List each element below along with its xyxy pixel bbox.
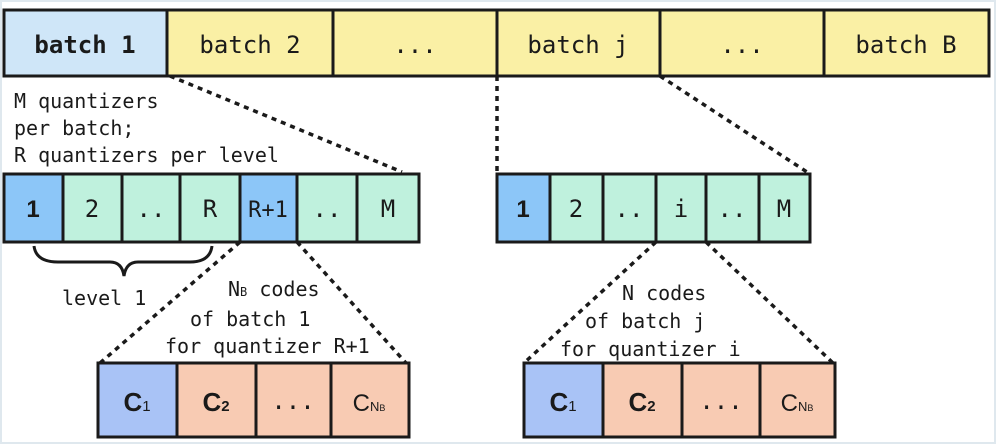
codes-row-right: C1 C2 ... CNB [522,361,837,439]
quant-left-cell-5 [238,172,299,244]
code-right-label-3: ... [699,387,742,415]
code-right-cell-4 [758,361,837,439]
quant-left-label-6: .. [313,195,342,223]
codes-caption-left-symbol: N [228,277,240,301]
batch-label-6: batch B [855,31,956,59]
batch-label-3: ... [393,31,436,59]
quant-left-label-2: 2 [85,195,99,223]
code-left-letter-4: C [353,390,370,417]
quant-right-label-6: M [777,195,791,223]
code-left-sub-4: N [370,399,379,414]
code-right-letter-4: C [781,390,798,417]
quant-left-label-4: R [203,195,218,223]
code-right-cell-1 [522,361,605,439]
note-line-3: R quantizers per level [14,143,279,167]
codes-caption-left-line-2: of batch 1 [190,307,310,331]
code-right-label-1: C1 [549,387,576,417]
code-left-label-1: C1 [123,387,150,417]
level-label: level 1 [62,286,146,310]
codes-caption-right-line-1: N codes [622,281,706,305]
quant-left-cell-1 [2,172,65,244]
connector-quantR1-left [98,240,242,365]
connector-batch1-right [169,74,403,174]
quantizer-note: M quantizers per batch; R quantizers per… [14,89,279,167]
quant-right-cell-3 [601,172,658,244]
batch-label-1: batch 1 [34,31,135,59]
quant-left-label-1: 1 [26,196,39,223]
code-right-cell-2 [601,361,684,439]
note-line-2: per batch; [14,116,134,140]
level-brace [32,245,214,277]
connector-batchj-right [659,74,808,174]
quant-right-cell-4 [654,172,708,244]
quant-right-label-3: .. [615,195,644,223]
codes-caption-left-subscript: B [240,285,247,299]
code-left-label-4: CNB [353,390,386,417]
quant-right-label-1: 1 [516,196,529,223]
quantizer-row-right: 1 2 .. i .. M [495,172,812,244]
code-left-label-2: C2 [202,387,229,417]
quant-left-label-5: R+1 [248,198,288,223]
codes-caption-left-rest: codes [247,277,319,301]
batch-label-4: batch j [527,31,628,59]
batch-cell-5 [658,8,826,78]
code-left-cell-1 [96,361,179,439]
code-right-letter-1: C [549,387,568,417]
batch-cell-4 [495,8,662,78]
code-left-cell-4 [329,361,411,439]
connector-quantR1-right [295,240,408,365]
batch-cell-6 [822,8,991,78]
codes-row-left: C1 C2 ... CNB [96,361,411,439]
note-line-1: M quantizers [14,89,159,113]
quant-left-cell-6 [295,172,359,244]
codes-caption-left-line-1: NB codes [228,277,320,301]
code-right-sub-1: 1 [568,398,576,415]
quant-left-cell-7 [355,172,421,244]
quant-right-cell-2 [548,172,605,244]
batch-label-2: batch 2 [199,31,300,59]
code-left-letter-2: C [202,387,221,417]
codes-caption-left: NB codes of batch 1 for quantizer R+1 [165,277,370,358]
code-left-subsub-4: B [379,403,385,413]
code-left-sub-2: 2 [221,398,229,415]
code-right-letter-2: C [628,387,647,417]
code-left-sub-1: 1 [142,398,150,415]
code-right-sub-2: 2 [647,398,655,415]
quant-right-label-4: i [674,195,688,223]
code-right-label-2: C2 [628,387,655,417]
code-left-label-3: ... [271,387,314,415]
codes-caption-right-line-3: for quantizer i [560,337,741,361]
batch-label-5: ... [720,31,763,59]
code-right-label-4: CNB [781,390,814,417]
codes-caption-right: N codes of batch j for quantizer i [560,281,741,361]
quant-left-cell-3 [120,172,182,244]
batch-cell-1 [2,8,169,78]
quantizer-row-left: 1 2 .. R R+1 .. M [2,172,421,244]
code-right-sub-4: N [798,399,807,414]
quant-right-cell-5 [704,172,761,244]
quant-left-label-3: .. [137,195,166,223]
quant-left-label-7: M [381,195,395,223]
codes-caption-right-line-2: of batch j [585,309,705,333]
quant-right-cell-6 [757,172,812,244]
quant-right-label-2: 2 [569,195,583,223]
code-right-subsub-4: B [807,403,813,413]
batch-row: batch 1 batch 2 ... batch j ... batch B [2,8,991,78]
codes-caption-left-line-3: for quantizer R+1 [165,334,370,358]
batch-cell-3 [331,8,499,78]
code-left-letter-1: C [123,387,142,417]
quant-right-label-5: .. [718,195,747,223]
